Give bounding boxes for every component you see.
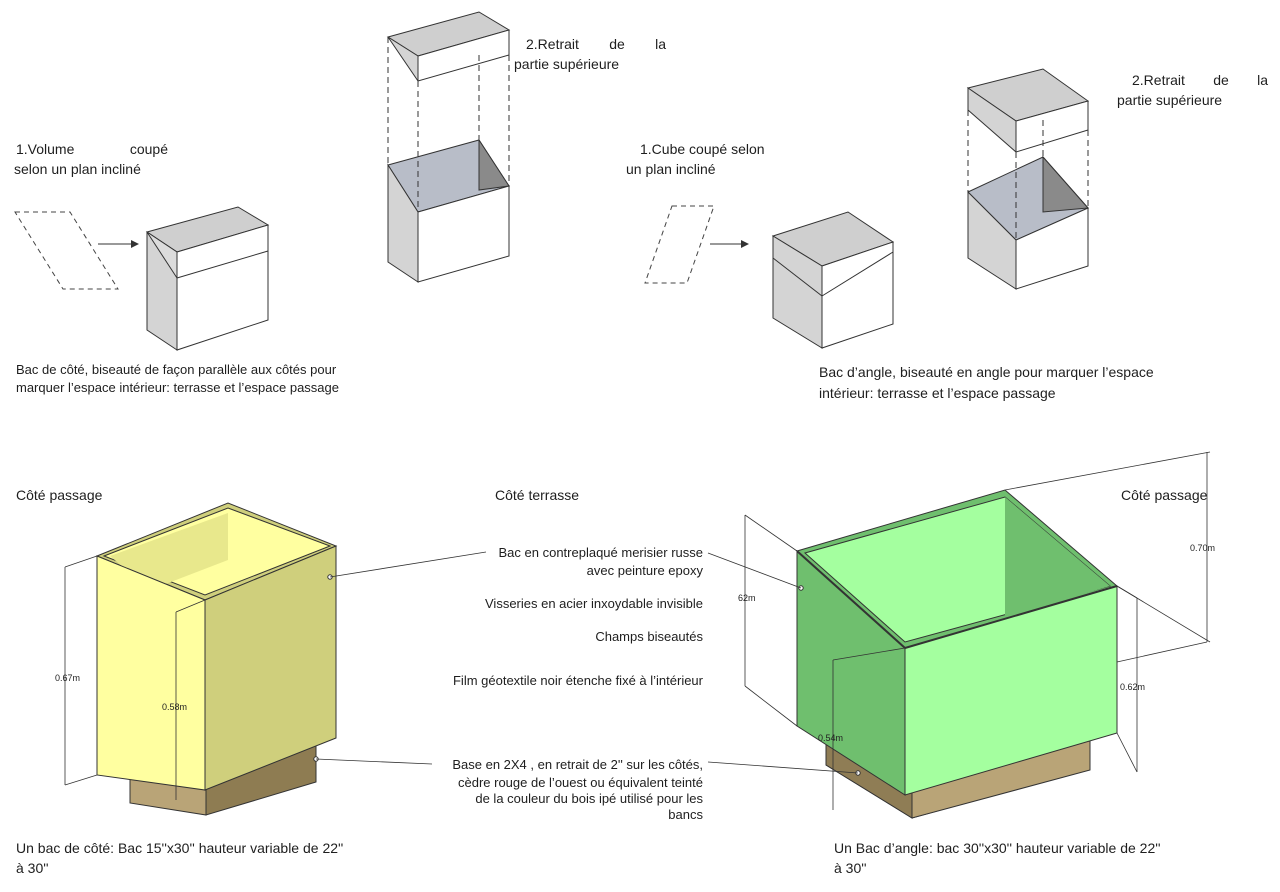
note-leaders <box>315 551 859 774</box>
note-base-line1: Base en 2X4 , en retrait de 2'' sur les … <box>452 757 703 772</box>
note-material-line1: Bac en contreplaqué merisier russe <box>498 545 704 560</box>
side-planter-spec-line2: à 30'' <box>16 860 49 876</box>
note-material-line2: avec peinture epoxy <box>586 563 703 578</box>
cut-cube-box <box>771 211 895 349</box>
note-edges: Champs biseautés <box>595 629 703 644</box>
dim-right-top: 0.70m <box>1190 543 1215 553</box>
corner-planter-spec-line1: Un Bac d’angle: bac 30''x30'' hauteur va… <box>834 840 1161 856</box>
note-geotextile: Film géotextile noir étenche fixé à l’in… <box>452 673 703 688</box>
dim-right-62b: 0.62m <box>1120 682 1145 692</box>
exploded-cube-box <box>966 68 1090 290</box>
dim-right-54: 0.54m <box>818 733 843 743</box>
note-base-line2: cèdre rouge de l’ouest ou équivalent tei… <box>457 775 703 790</box>
side-planter-concept <box>14 11 511 351</box>
cutting-plane-dashed-2 <box>644 205 715 284</box>
dim-right-62a: 62m <box>738 593 756 603</box>
step2-label-line1: 2.Retrait de la <box>526 36 666 52</box>
corner-step1-label-line1: 1.Cube coupé selon <box>640 141 765 157</box>
label-cote-terrasse: Côté terrasse <box>495 487 580 503</box>
side-planter-caption-line2: marquer l’espace intérieur: terrasse et … <box>16 380 340 395</box>
side-planter-spec-line1: Un bac de côté: Bac 15''x30'' hauteur va… <box>16 840 344 856</box>
side-planter-render: 0.67m 0.58m <box>55 502 338 816</box>
dim-left-inner: 0.58m <box>162 702 187 712</box>
corner-planter-concept <box>644 68 1090 349</box>
corner-planter-caption-line1: Bac d’angle, biseauté en angle pour marq… <box>819 364 1154 380</box>
note-screws: Visseries en acier inxoydable invisible <box>485 596 703 611</box>
corner-planter-spec-line2: à 30'' <box>834 860 867 876</box>
step2-label-line2: partie supérieure <box>514 56 620 72</box>
corner-step1-label-line2: un plan incliné <box>626 161 716 177</box>
step1-label-line2: selon un plan incliné <box>14 161 141 177</box>
exploded-volume-box <box>386 11 511 283</box>
corner-planter-render: 0.70m 62m 0.62m 0.54m <box>738 451 1215 819</box>
corner-planter-caption-line2: intérieur: terrasse et l’espace passage <box>819 385 1056 401</box>
cut-volume-box <box>145 206 270 351</box>
dim-left-outer: 0.67m <box>55 673 80 683</box>
label-cote-passage-right: Côté passage <box>1121 487 1208 503</box>
cutting-plane-dashed <box>14 211 119 290</box>
corner-step2-label-line1: 2.Retrait de la <box>1132 72 1268 88</box>
label-cote-passage-left: Côté passage <box>16 487 103 503</box>
side-planter-caption-line1: Bac de côté, biseauté de façon parallèle… <box>16 362 337 377</box>
note-base-line3: de la couleur du bois ipé utilisé pour l… <box>475 791 703 806</box>
corner-step2-label-line2: partie supérieure <box>1117 92 1223 108</box>
note-base-line4: bancs <box>668 807 703 822</box>
step1-label-line1: 1.Volume coupé <box>16 141 168 157</box>
